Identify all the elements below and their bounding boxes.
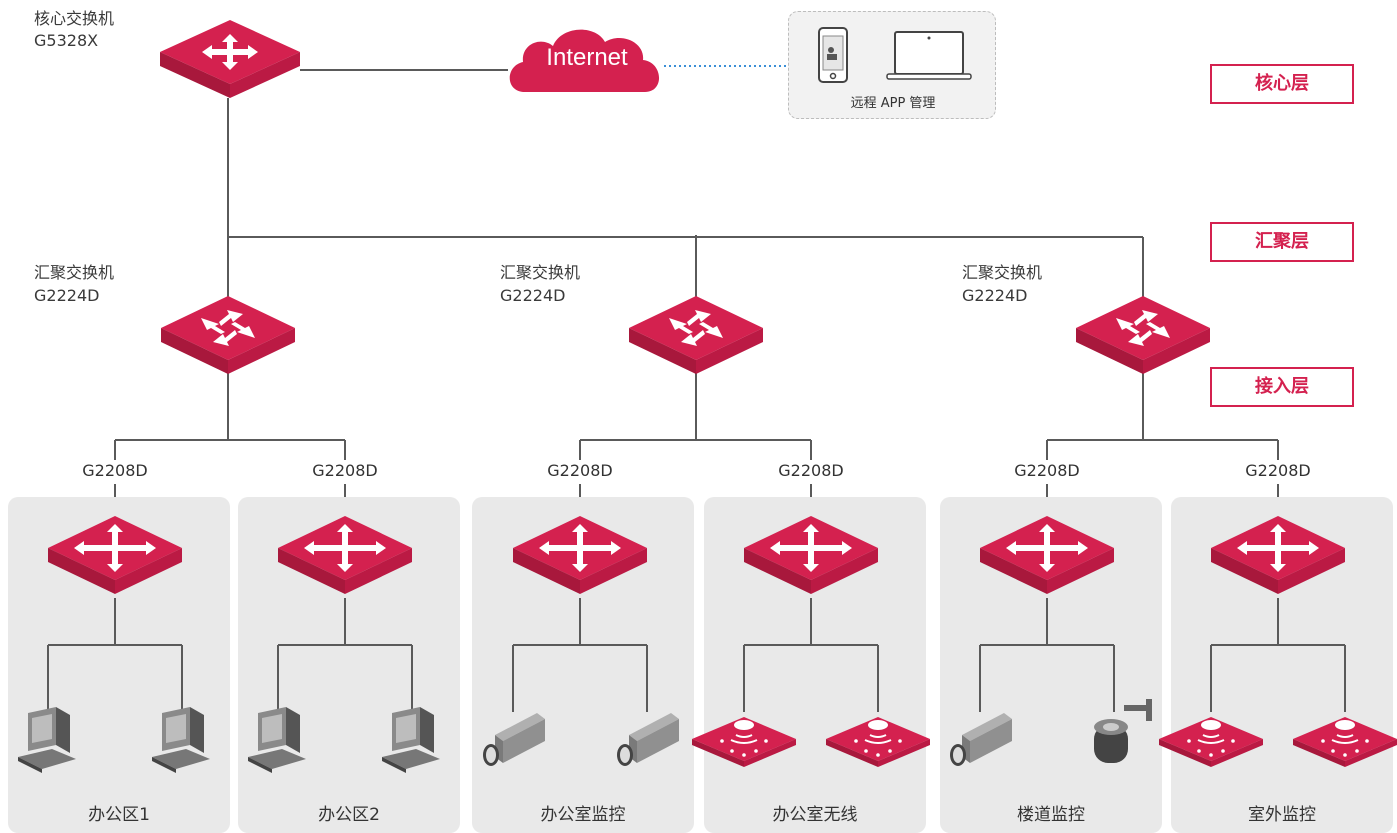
access-switch-icon [1211, 516, 1345, 594]
computer-icon [248, 707, 306, 773]
agg-switch-title: 汇聚交换机 [500, 263, 581, 282]
access-switch-model: G2208D [1245, 461, 1311, 480]
camera-icon [483, 713, 545, 766]
access-switch-icon [744, 516, 878, 594]
aggregation-switch-icon [1076, 296, 1210, 374]
remote-app-panel: 远程 APP 管理 [788, 11, 996, 119]
core-layer-label: 核心层 [1210, 64, 1354, 104]
agg-switch-title: 汇聚交换机 [34, 263, 115, 282]
camera-icon [950, 713, 1012, 766]
access-switch-model: G2208D [1014, 461, 1080, 480]
phone-laptop-icon [818, 27, 972, 83]
access-switch-model: G2208D [778, 461, 844, 480]
internet-label: Internet [546, 44, 628, 71]
camera-icon [617, 713, 679, 766]
internet-cloud-icon [509, 29, 660, 92]
computer-icon [18, 707, 76, 773]
zone-label: 办公区1 [88, 805, 150, 825]
aggregation-switch-icon [629, 296, 763, 374]
access-layer-label: 接入层 [1210, 367, 1354, 407]
agg-switch-title: 汇聚交换机 [962, 263, 1043, 282]
core-switch-title: 核心交换机 [34, 9, 115, 28]
agg-switch-model: G2224D [500, 286, 566, 305]
zone-label: 办公室无线 [772, 805, 858, 825]
agg-switch-model: G2224D [34, 286, 100, 305]
dome-camera-icon [1094, 699, 1152, 763]
zone-label: 室外监控 [1248, 805, 1316, 825]
access-switch-icon [48, 516, 182, 594]
access-switch-icon [513, 516, 647, 594]
access-switch-model: G2208D [312, 461, 378, 480]
access-switch-icon [278, 516, 412, 594]
remote-app-label: 远程 APP 管理 [850, 96, 936, 111]
access-switch-model: G2208D [82, 461, 148, 480]
agg-switch-model: G2224D [962, 286, 1028, 305]
access-point-icon [1293, 717, 1397, 767]
zone-label: 办公室监控 [540, 805, 626, 825]
zone-label: 楼道监控 [1017, 805, 1085, 825]
access-point-icon [1159, 717, 1263, 767]
core-switch-icon [160, 20, 300, 98]
core-switch-model: G5328X [34, 31, 99, 50]
computer-icon [382, 707, 440, 773]
zone-label: 办公区2 [318, 805, 380, 825]
aggregation-switch-icon [161, 296, 295, 374]
computer-icon [152, 707, 210, 773]
access-point-icon [826, 717, 930, 767]
access-switch-model: G2208D [547, 461, 613, 480]
access-switch-icon [980, 516, 1114, 594]
access-point-icon [692, 717, 796, 767]
aggregation-layer-label: 汇聚层 [1210, 222, 1354, 262]
